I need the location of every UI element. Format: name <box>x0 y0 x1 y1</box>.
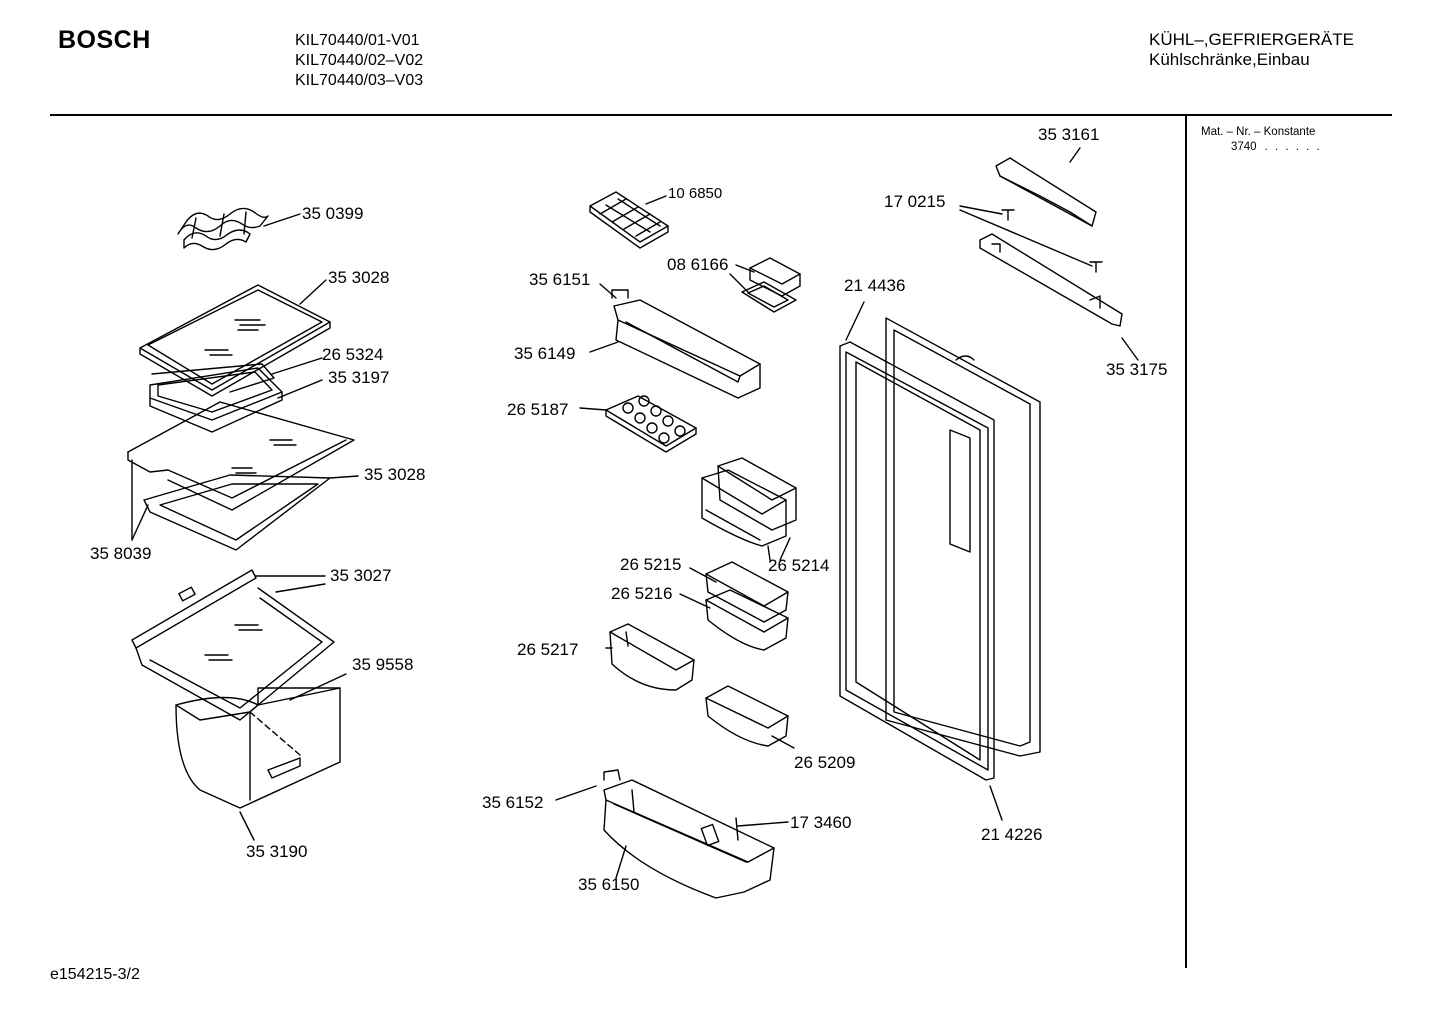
part-number-label: 35 0399 <box>302 204 364 223</box>
model-list: KIL70440/01-V01 KIL70440/02–V02 KIL70440… <box>295 31 423 91</box>
part-number-label: 21 4226 <box>981 825 1043 844</box>
screw-drawing <box>1001 209 1103 273</box>
category-title: KÜHL–,GEFRIERGERÄTE <box>1149 30 1354 49</box>
exploded-parts-diagram <box>127 147 1139 899</box>
ice-tray-drawing <box>589 191 669 249</box>
part-number-label: 26 5216 <box>611 584 673 603</box>
door-gasket-drawing <box>839 341 995 781</box>
header-divider <box>50 114 1392 116</box>
bottle-rack-drawing <box>603 769 775 899</box>
part-number-label: 35 3028 <box>328 268 390 287</box>
door-tray-drawing <box>705 561 789 651</box>
sidebar-divider <box>1185 116 1187 968</box>
material-number-block: Mat. – Nr. – Konstante 3740 . . . . . . <box>1201 125 1322 155</box>
material-number-dots: . . . . . . <box>1264 141 1322 153</box>
shelf-with-rail-drawing <box>131 569 335 721</box>
part-number-label: 35 6152 <box>482 793 544 812</box>
part-number-label: 35 3028 <box>364 465 426 484</box>
part-number-label: 35 6151 <box>529 270 591 289</box>
part-number-label: 10 6850 <box>668 185 723 202</box>
small-door-tray-drawing <box>705 685 789 747</box>
crisper-drawer-drawing <box>175 687 341 809</box>
part-number-label: 26 5214 <box>768 556 830 575</box>
glass-shelf-drawing <box>139 284 331 397</box>
category-block: KÜHL–,GEFRIERGERÄTE Kühlschränke,Einbau <box>1149 30 1354 70</box>
model-number: KIL70440/02–V02 <box>295 52 424 69</box>
part-number-label: 35 6149 <box>514 344 576 363</box>
model-number: KIL70440/03–V03 <box>295 72 424 89</box>
part-number-label: 26 5217 <box>517 640 579 659</box>
clip-part-drawing <box>177 207 269 251</box>
part-number-label: 21 4436 <box>844 276 906 295</box>
material-number-value: 3740 <box>1231 141 1257 153</box>
part-number-label: 26 5215 <box>620 555 682 574</box>
part-number-label: 17 3460 <box>790 813 852 832</box>
model-number: KIL70440/01-V01 <box>295 32 420 49</box>
part-number-label: 17 0215 <box>884 192 946 211</box>
small-box-drawing <box>741 257 801 313</box>
door-rack-drawing <box>611 289 761 399</box>
part-number-label: 35 3190 <box>246 842 308 861</box>
category-subtitle: Kühlschränke,Einbau <box>1149 50 1310 69</box>
door-cup-drawing <box>609 623 695 691</box>
door-panel-drawing <box>885 317 1041 757</box>
part-number-label: 26 5209 <box>794 753 856 772</box>
part-number-label: 35 3027 <box>330 566 392 585</box>
shelf-frame-drawing <box>149 363 283 433</box>
door-box-large-drawing <box>701 457 797 547</box>
material-number-label: Mat. – Nr. – Konstante <box>1201 126 1316 138</box>
leader-lines <box>131 147 1139 879</box>
part-number-label: 35 3175 <box>1106 360 1168 379</box>
part-number-label: 35 3161 <box>1038 125 1100 144</box>
lower-glass-shelf-drawing <box>127 401 355 551</box>
part-number-label: 26 5324 <box>322 345 384 364</box>
part-number-label: 35 9558 <box>352 655 414 674</box>
part-number-label: 35 8039 <box>90 544 152 563</box>
part-number-label: 26 5187 <box>507 400 569 419</box>
part-number-label: 08 6166 <box>667 255 729 274</box>
brand-logo: BOSCH <box>58 26 151 54</box>
top-cover-drawing <box>995 157 1097 227</box>
part-number-label: 35 6150 <box>578 875 640 894</box>
drawing-id: e154215-3/2 <box>50 966 140 983</box>
egg-tray-drawing <box>605 395 697 453</box>
part-number-label: 35 3197 <box>328 368 390 387</box>
hinge-rail-drawing <box>979 233 1123 327</box>
